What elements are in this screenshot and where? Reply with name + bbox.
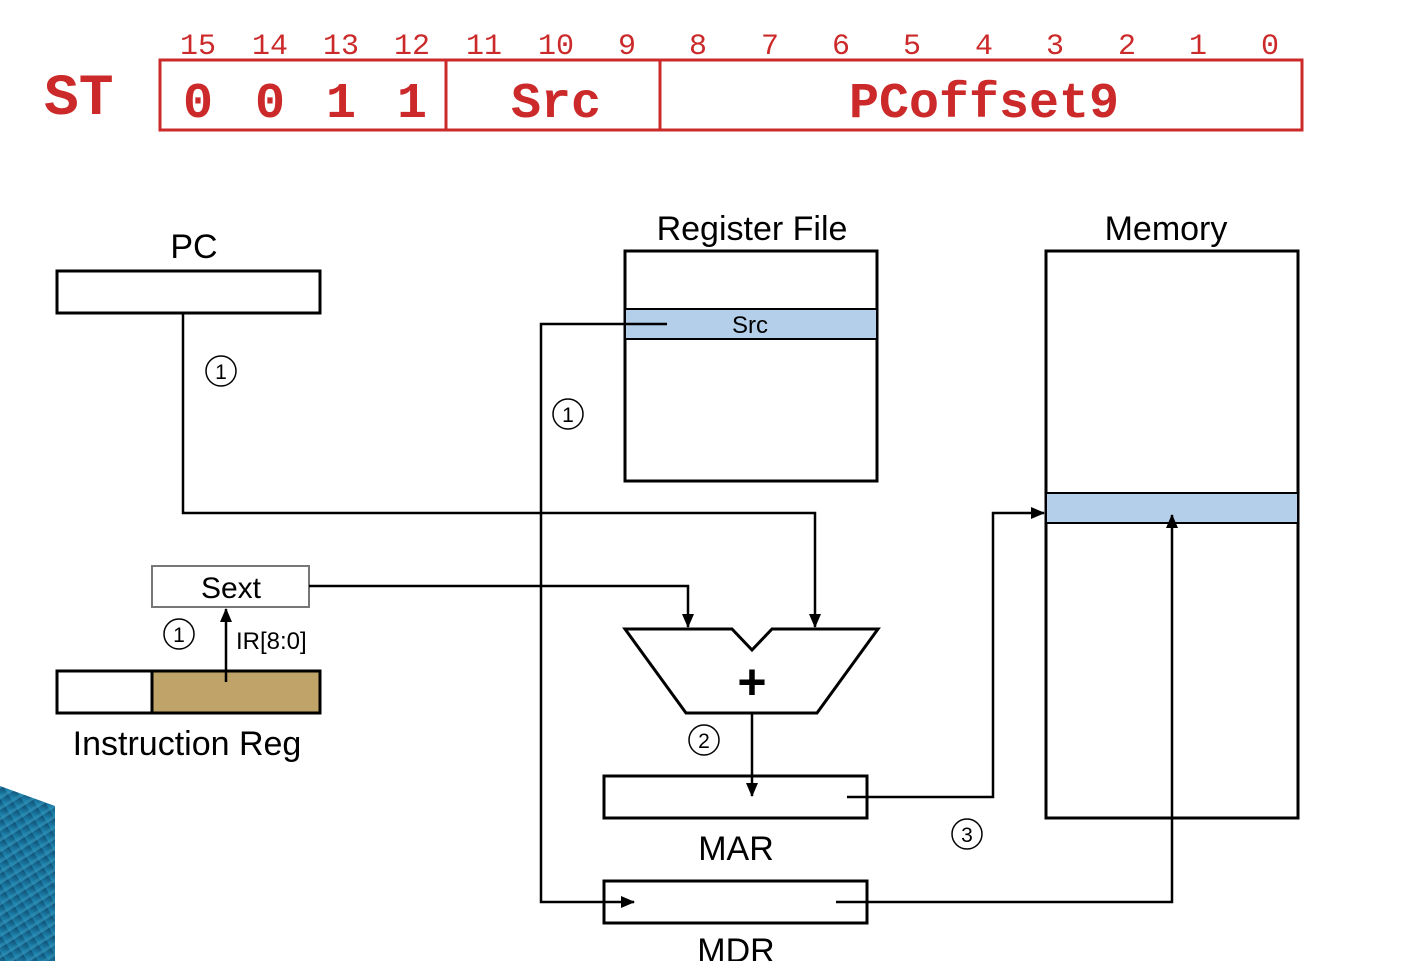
- mdr-label: MDR: [697, 932, 774, 961]
- bit-number-3: 3: [1046, 30, 1064, 64]
- register-src-label: Src: [732, 312, 768, 339]
- opcode-bit-12: 1: [397, 76, 427, 133]
- pc-label: PC: [170, 228, 217, 266]
- bit-number-12: 12: [394, 30, 430, 64]
- bit-number-15: 15: [180, 30, 216, 64]
- step-marker-pc: 1: [205, 355, 237, 387]
- adder-plus-symbol: +: [737, 654, 766, 710]
- step-marker-adder-number: 2: [698, 730, 710, 753]
- instruction-mnemonic: ST: [44, 67, 114, 132]
- decorative-corner-graphic: [0, 786, 55, 961]
- step-marker-pc-number: 1: [215, 361, 227, 384]
- pcoffset9-field-label: PCoffset9: [849, 76, 1119, 133]
- bit-number-7: 7: [761, 30, 779, 64]
- mdr-to-memory-wire: [836, 514, 1178, 904]
- ir-offset-field: [150, 669, 322, 715]
- bit-number-2: 2: [1118, 30, 1136, 64]
- memory-label: Memory: [1105, 210, 1228, 248]
- bit-number-8: 8: [689, 30, 707, 64]
- opcode-bit-15: 0: [183, 76, 213, 133]
- sext-unit: [151, 565, 310, 608]
- bit-number-14: 14: [252, 30, 288, 64]
- bit-number-10: 10: [538, 30, 574, 64]
- step-marker-memory-number: 3: [961, 824, 973, 847]
- address-adder: [622, 627, 881, 715]
- mar-label: MAR: [698, 830, 774, 868]
- instruction-reg-label: Instruction Reg: [73, 725, 302, 763]
- src-to-mdr-wire: [539, 322, 667, 908]
- bit-number-1: 1: [1189, 30, 1207, 64]
- register-file: [623, 249, 879, 483]
- step-marker-adder: 2: [688, 724, 720, 756]
- step-marker-src: 1: [552, 398, 584, 430]
- sext-to-adder-wire: [309, 584, 694, 628]
- pc-register: [55, 269, 322, 315]
- bit-number-4: 4: [975, 30, 993, 64]
- bit-number-9: 9: [618, 30, 636, 64]
- pc-to-adder-wire: [181, 313, 821, 628]
- mar-to-memory-wire: [847, 507, 1045, 799]
- step-marker-ir-number: 1: [173, 624, 185, 647]
- step-marker-src-number: 1: [562, 404, 574, 427]
- register-file-label: Register File: [657, 210, 848, 248]
- opcode-field: 0 0 1 1: [183, 76, 427, 133]
- mar-register: [602, 774, 869, 820]
- opcode-bit-13: 1: [326, 76, 356, 133]
- sext-label: Sext: [201, 572, 262, 605]
- bit-number-13: 13: [323, 30, 359, 64]
- bit-number-11: 11: [466, 30, 502, 64]
- ir-bits-label: IR[8:0]: [236, 628, 307, 655]
- bit-number-5: 5: [903, 30, 921, 64]
- opcode-bit-14: 0: [255, 76, 285, 133]
- bit-number-6: 6: [832, 30, 850, 64]
- bit-number-row: 15 14 13 12 11 10 9 8 7 6 5 4 3 2 1 0: [180, 30, 1279, 64]
- mdr-register: [602, 879, 869, 925]
- src-field-label: Src: [511, 76, 601, 133]
- bit-number-0: 0: [1261, 30, 1279, 64]
- instruction-format-box: [158, 58, 1304, 132]
- step-marker-ir: 1: [163, 618, 195, 650]
- step-marker-memory: 3: [951, 818, 983, 850]
